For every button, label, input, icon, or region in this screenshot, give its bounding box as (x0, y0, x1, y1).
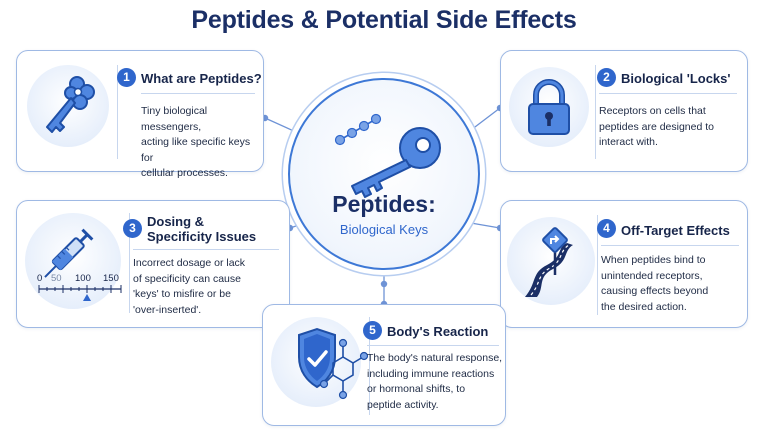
card-heading: What are Peptides? (141, 71, 262, 86)
card-icon-circle (507, 217, 595, 305)
ruler-ticks (38, 285, 122, 301)
card-dosing-specificity: 0 50 100 150 3 Dosing & Specificity Issu… (16, 200, 290, 328)
card-icon-circle (271, 317, 361, 407)
card-body: The body's natural response, including i… (367, 352, 503, 411)
card-biological-locks: 2 Biological 'Locks' Receptors on cells … (500, 50, 748, 172)
step-badge: 4 (597, 219, 616, 238)
shield-check-icon (298, 327, 336, 389)
peptide-key-icon (334, 113, 441, 198)
step-badge: 2 (597, 68, 616, 87)
key-icon (46, 76, 95, 133)
step-badge: 5 (363, 321, 382, 340)
card-icon-circle (25, 213, 121, 309)
card-heading: Off-Target Effects (621, 223, 730, 238)
step-badge: 1 (117, 68, 136, 87)
card-body: Tiny biological messengers, acting like … (141, 105, 251, 179)
center-hub: Peptides: Biological Keys (288, 78, 480, 270)
card-body: Incorrect dosage or lack of specificity … (133, 257, 246, 316)
card-body: Receptors on cells that peptides are des… (599, 105, 715, 148)
card-off-target-effects: 4 Off-Target Effects When peptides bind … (500, 200, 748, 328)
step-badge: 3 (123, 219, 142, 238)
card-bodys-reaction: 5 Body's Reaction The body's natural res… (262, 304, 506, 426)
card-icon-circle (509, 67, 589, 147)
center-title: Peptides: (332, 191, 436, 217)
syringe-icon (44, 228, 94, 278)
road-sign-icon (525, 227, 573, 297)
card-icon-circle (27, 65, 109, 147)
card-body: When peptides bind to unintended recepto… (601, 254, 709, 313)
card-heading: Body's Reaction (387, 324, 489, 339)
card-heading: Dosing & Specificity Issues (147, 214, 257, 244)
card-heading: Biological 'Locks' (621, 71, 731, 86)
page-title: Peptides & Potential Side Effects (191, 6, 577, 34)
card-what-are-peptides: 1 What are Peptides? Tiny biological mes… (16, 50, 264, 179)
center-subtitle: Biological Keys (339, 222, 429, 237)
molecule-icon (319, 333, 369, 403)
padlock-icon (528, 79, 570, 135)
dosage-scale: 0 50 100 150 (37, 273, 127, 303)
